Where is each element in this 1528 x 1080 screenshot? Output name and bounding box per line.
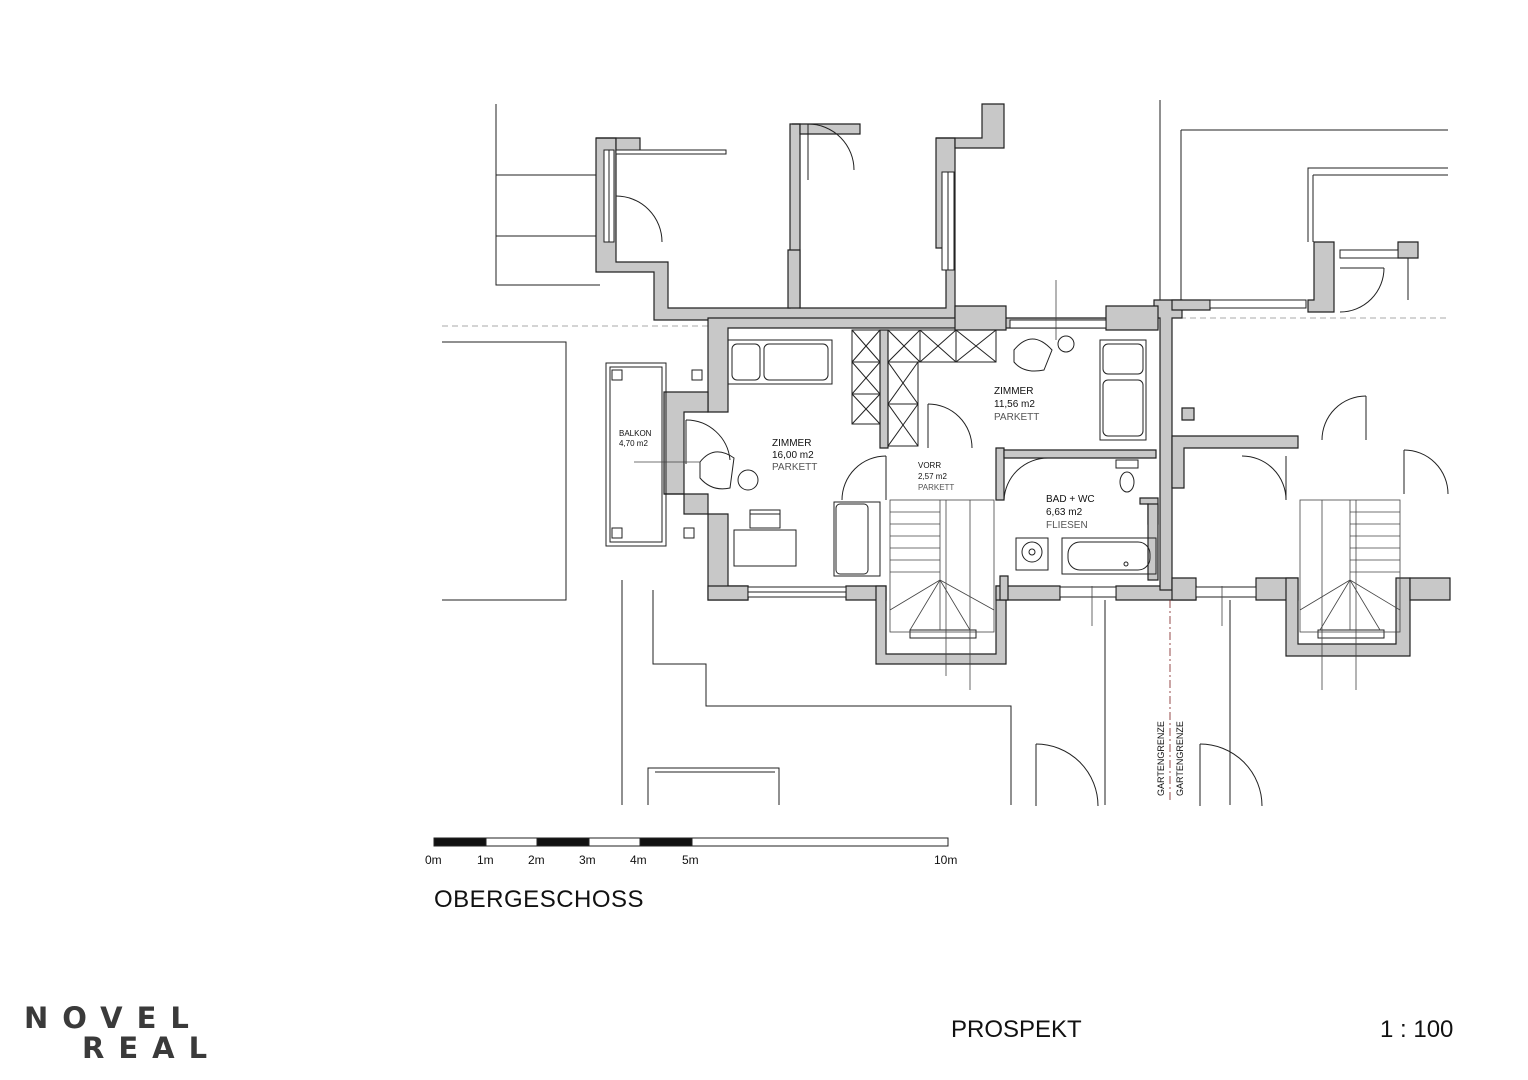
garden-boundary-label: GARTENGRENZE [1156,721,1166,796]
drawing-scale: 1 : 100 [1380,1016,1454,1043]
scale-label: 0m [425,853,442,867]
room-label-name: ZIMMER [994,386,1033,397]
doors [615,123,1449,807]
axis-lines [634,280,1223,800]
room-label-name: ZIMMER [772,438,811,449]
room-label-floor: PARKETT [772,462,817,473]
room-label-area: 11,56 m2 [994,399,1035,410]
room-label-area: 6,63 m2 [1046,507,1083,518]
room-label-floor: PARKETT [918,483,954,492]
windows [603,149,1399,639]
scale-label: 3m [579,853,596,867]
room-label-area: 2,57 m2 [918,472,947,481]
room-label-floor: FLIESEN [1046,520,1088,531]
scale-bar [433,837,949,847]
room-label-area: 16,00 m2 [772,450,814,461]
boundary-labels: GARTENGRENZE GARTENGRENZE [1156,721,1185,796]
wardrobes [851,329,997,447]
logo-line-1: NOVEL [24,1001,203,1035]
room-label-name: VORR [918,461,941,470]
room-label-name: BAD + WC [1046,494,1095,505]
room-label-area: 4,70 m2 [619,439,648,448]
room-label-floor: PARKETT [994,412,1039,423]
room-labels: ZIMMER 16,00 m2 PARKETT ZIMMER 11,56 m2 … [619,386,1095,531]
scale-label: 1m [477,853,494,867]
floor-title: OBERGESCHOSS [434,886,645,913]
room-label-name: BALKON [619,429,652,438]
walls [595,103,1451,665]
garden-boundary-label: GARTENGRENZE [1175,721,1185,796]
document-type: PROSPEKT [951,1016,1082,1043]
furniture [699,335,1157,577]
stairs [889,499,1401,690]
reference-dashes [442,317,1448,327]
balcony [605,362,703,547]
scale-label: 2m [528,853,545,867]
novel-real-logo: NOVEL REAL [24,1003,221,1063]
site-lines [442,100,1448,805]
logo-line-2: REAL [82,1031,222,1065]
scale-label: 4m [630,853,647,867]
scale-label: 10m [934,853,958,867]
scale-label: 5m [682,853,699,867]
